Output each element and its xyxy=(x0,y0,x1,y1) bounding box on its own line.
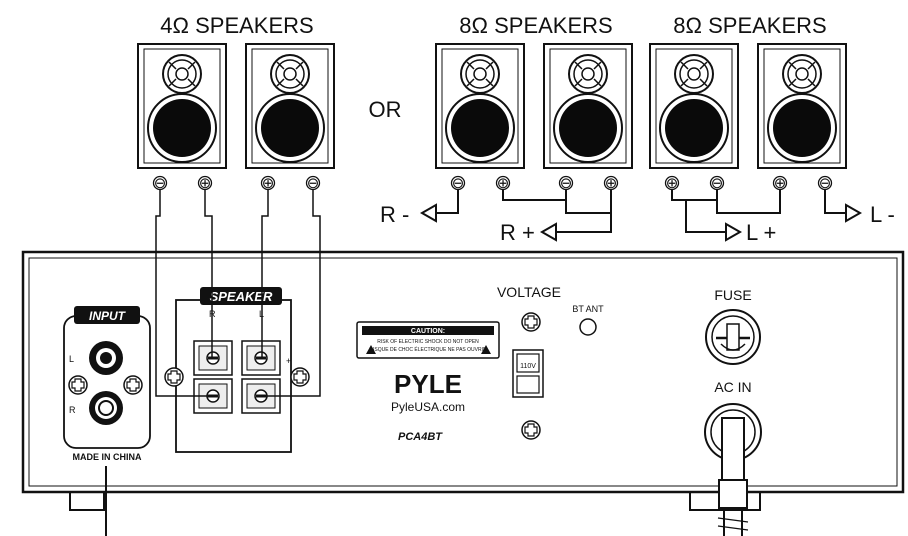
caution-line1: RISK OF ELECTRIC SHOCK DO NOT OPEN xyxy=(377,339,479,345)
terminal-minus-symbol: ⊖ xyxy=(819,175,832,192)
terminal-plus-symbol: ⊕ xyxy=(199,175,212,192)
voltage-value: 110V xyxy=(520,363,536,370)
binding-post-r-plus[interactable] xyxy=(193,340,233,376)
group-8ohm-right-label: 8Ω SPEAKERS xyxy=(459,13,612,38)
website-label: PyleUSA.com xyxy=(391,400,465,414)
group-8ohm-left-label: 8Ω SPEAKERS xyxy=(673,13,826,38)
ac-power-cord xyxy=(704,403,762,536)
speaker-8ohm-2 xyxy=(543,43,633,169)
wires-8ohm-right xyxy=(419,190,612,242)
wires-4ohm xyxy=(155,190,321,397)
caution-line2: RISQUE DE CHOC ÉLECTRIQUE NE PAS OUVRIR xyxy=(369,346,487,353)
terminal-minus-symbol: ⊖ xyxy=(711,175,724,192)
voltage-label: VOLTAGE xyxy=(497,284,561,300)
speaker-4ohm-1 xyxy=(137,43,227,169)
terminal-plus-symbol: ⊕ xyxy=(666,175,679,192)
speaker-plus-label: + xyxy=(286,356,291,366)
amplifier-back-panel xyxy=(21,250,905,511)
wire-label-r-minus: R - xyxy=(380,202,409,227)
fuse-label: FUSE xyxy=(714,287,751,303)
terminal-plus-symbol: ⊕ xyxy=(262,175,275,192)
wire-label-l-minus: L - xyxy=(870,202,895,227)
panel-screw-icon xyxy=(164,367,184,387)
rca-jack-right[interactable] xyxy=(89,391,123,425)
brand-logo-text: PYLE xyxy=(394,369,462,399)
panel-screw-icon xyxy=(68,375,88,395)
binding-post-l-plus[interactable] xyxy=(241,340,281,376)
caution-label xyxy=(356,321,500,359)
or-label: OR xyxy=(369,97,402,122)
input-r-label: R xyxy=(69,405,76,415)
terminal-minus-symbol: ⊖ xyxy=(154,175,167,192)
panel-screw-icon xyxy=(290,367,310,387)
ac-in-label: AC IN xyxy=(714,379,751,395)
terminal-plus-symbol: ⊕ xyxy=(497,175,510,192)
speaker-label: SPEAKER xyxy=(210,289,273,304)
terminal-minus-symbol: ⊖ xyxy=(560,175,573,192)
voltage-switch[interactable] xyxy=(512,349,544,398)
terminal-plus-symbol: ⊕ xyxy=(774,175,787,192)
speaker-8ohm-4 xyxy=(757,43,847,169)
speaker-4ohm-2 xyxy=(245,43,335,169)
panel-screw-icon xyxy=(123,375,143,395)
rca-jack-left[interactable] xyxy=(89,341,123,375)
fuse-holder[interactable] xyxy=(705,309,761,365)
input-l-label: L xyxy=(69,354,74,364)
panel-screw-icon xyxy=(521,420,541,440)
terminal-minus-symbol: ⊖ xyxy=(307,175,320,192)
terminal-minus-symbol: ⊖ xyxy=(452,175,465,192)
wires-8ohm-left xyxy=(671,190,863,242)
speaker-8ohm-1 xyxy=(435,43,525,169)
wire-label-r-plus: R + xyxy=(500,220,535,245)
input-label: INPUT xyxy=(89,309,127,323)
terminal-plus-symbol: ⊕ xyxy=(605,175,618,192)
made-in-label: MADE IN CHINA xyxy=(73,452,142,462)
speaker-terminals: ⊖ ⊕ ⊕ ⊖ ⊖ ⊕ ⊖ ⊕ ⊕ ⊖ ⊕ ⊖ xyxy=(152,175,833,192)
input-section xyxy=(63,306,151,449)
caution-title: CAUTION: xyxy=(411,328,445,335)
bt-ant-label: BT ANT xyxy=(572,304,604,314)
bt-antenna-port[interactable] xyxy=(579,318,597,336)
group-4ohm-label: 4Ω SPEAKERS xyxy=(160,13,313,38)
speaker-8ohm-3 xyxy=(649,43,739,169)
panel-screw-icon xyxy=(521,312,541,332)
wire-label-l-plus: L + xyxy=(746,220,776,245)
model-label: PCA4BT xyxy=(398,431,443,443)
